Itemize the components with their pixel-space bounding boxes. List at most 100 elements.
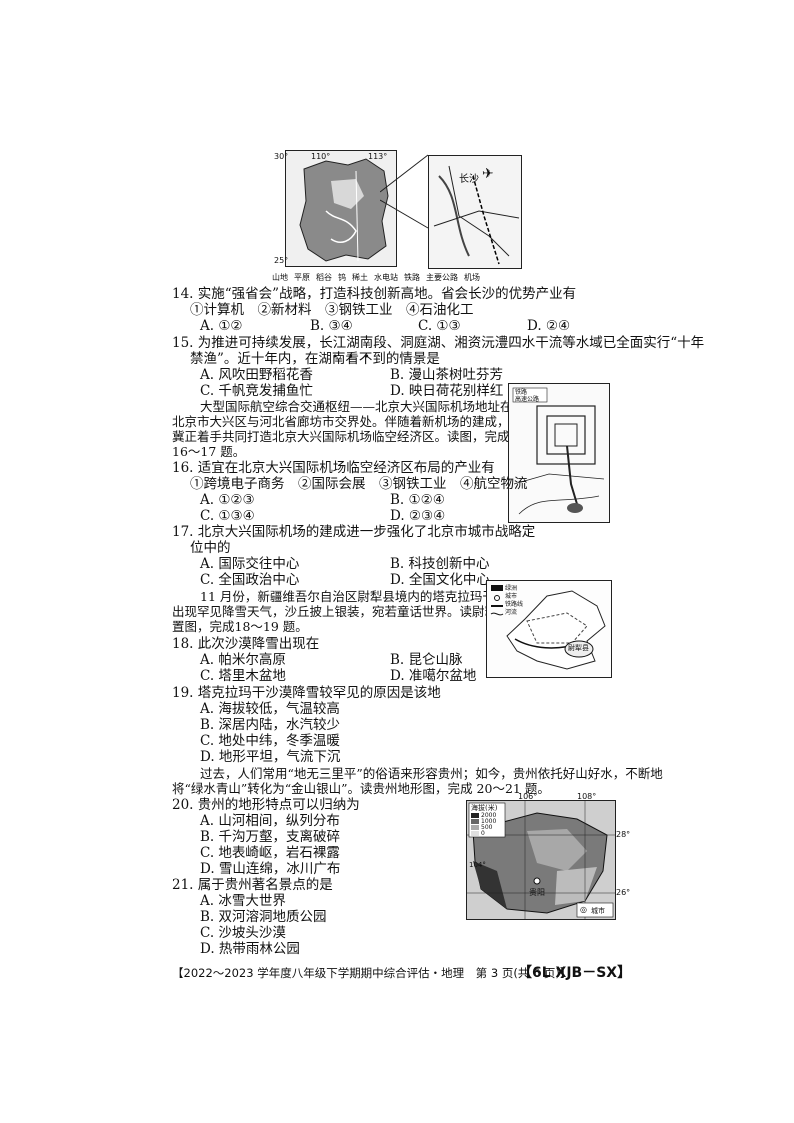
q17-stem-line2: 位中的 bbox=[190, 540, 231, 556]
hunan-legend: 山地 平原 稻谷 钨 稀土 水电站 铁路 主要公路 机场 bbox=[272, 272, 542, 283]
hunan-lat-bottom: 25° bbox=[274, 256, 289, 265]
q19-option-b: B. 深居内陆，水汽较少 bbox=[200, 717, 341, 733]
q15-option-a: A. 风吹田野稻花香 bbox=[200, 367, 313, 383]
gz-lat2: 26° bbox=[616, 888, 631, 897]
intro16-line3: 冀正着手共同打造北京大兴国际机场临空经济区。读图，完成 bbox=[172, 429, 510, 444]
intro18-line3: 置图，完成18～19 题。 bbox=[172, 619, 308, 634]
inset-connector bbox=[380, 154, 429, 229]
legend-rare-earth: 稀土 bbox=[352, 273, 368, 282]
xinjiang-weili-map: 绿洲 城市 铁路线 河流 尉犁县 bbox=[486, 580, 612, 678]
intro18-line2: 出现罕见降雪天气，沙丘披上银装，宛若童话世界。读尉犁县位 bbox=[172, 604, 523, 619]
q14-items: ①计算机 ②新材料 ③钢铁工业 ④石油化工 bbox=[190, 302, 474, 318]
q21-option-d: D. 热带雨林公园 bbox=[200, 941, 300, 957]
q21-option-b: B. 双河溶洞地质公园 bbox=[200, 909, 327, 925]
intro18-line1: 11 月份，新疆维吾尔自治区尉犁县境内的塔克拉玛干沙漠 bbox=[200, 589, 520, 604]
xj-legend-city: 城市 bbox=[505, 593, 518, 600]
legend-rice: 稻谷 bbox=[316, 273, 332, 282]
changsha-inset-graphic bbox=[433, 165, 520, 265]
intro16-line4: 16～17 题。 bbox=[172, 444, 246, 459]
legend-mountain: 山地 bbox=[272, 273, 288, 282]
gz-legend-500: 500 bbox=[481, 824, 493, 831]
q18-option-b: B. 昆仑山脉 bbox=[390, 652, 463, 668]
inset-city-label: 长沙 bbox=[459, 174, 479, 185]
intro20-line1: 过去，人们常用“地无三里平”的俗语来形容贵州；如今，贵州依托好山好水，不断地 bbox=[200, 766, 663, 781]
gz-legend-2000: 2000 bbox=[481, 812, 497, 819]
hunan-lon1: 110° bbox=[311, 152, 331, 161]
q16-option-c: C. ①③④ bbox=[200, 508, 255, 524]
q16-stem: 16. 适宜在北京大兴国际机场临空经济区布局的产业有 bbox=[172, 460, 495, 476]
beijing-legend-railway: 铁路 bbox=[515, 389, 528, 396]
q19-option-a: A. 海拔较低，气温较高 bbox=[200, 701, 340, 717]
xj-legend-railway: 铁路线 bbox=[505, 601, 524, 608]
q14-option-a: A. ①② bbox=[200, 318, 243, 334]
beijing-airport-map: 铁路 高速公路 bbox=[508, 383, 610, 523]
q15-stem-line1: 15. 为推进可持续发展，长江湖南段、洞庭湖、湘资沅澧四水干流等水域已全面实行“… bbox=[172, 335, 705, 351]
q15-option-d: D. 映日荷花别样红 bbox=[390, 383, 504, 399]
legend-railway: 铁路 bbox=[404, 273, 420, 282]
page-footer: 【2022～2023 学年度八年级下学期期中综合评估・地理 第 3 页(共 6 … bbox=[172, 966, 572, 980]
intro16-line1: 大型国际航空综合交通枢纽——北京大兴国际机场地址在 bbox=[200, 399, 513, 414]
q17-option-c: C. 全国政治中心 bbox=[200, 572, 300, 588]
emphasis-dots: • • • bbox=[332, 352, 370, 363]
gz-lon0: 104° bbox=[469, 861, 486, 869]
q19-stem: 19. 塔克拉玛干沙漠降雪较罕见的原因是该地 bbox=[172, 685, 441, 701]
q14-stem: 14. 实施“强省会”战略，打造科技创新高地。省会长沙的优势产业有 bbox=[172, 286, 577, 302]
q17-option-a: A. 国际交往中心 bbox=[200, 556, 300, 572]
hunan-map-graphic bbox=[299, 158, 389, 262]
q17-option-d: D. 全国文化中心 bbox=[390, 572, 490, 588]
gz-legend-0: 0 bbox=[481, 830, 485, 837]
q16-items: ①跨境电子商务 ②国际会展 ③钢铁工业 ④航空物流 bbox=[190, 476, 528, 492]
changsha-inset-map: 长沙 ✈ bbox=[428, 155, 522, 269]
beijing-map-graphic bbox=[512, 387, 605, 515]
legend-highway: 主要公路 bbox=[426, 273, 458, 282]
q17-stem-line1: 17. 北京大兴国际机场的建成进一步强化了北京市城市战略定 bbox=[172, 524, 536, 540]
hunan-map: 110° 113° bbox=[285, 150, 397, 267]
q20-option-a: A. 山河相间，纵列分布 bbox=[200, 813, 340, 829]
q15-stem-line2: 禁渔”。近十年内，在湖南看不到的情景是 bbox=[190, 351, 440, 367]
legend-plain: 平原 bbox=[294, 273, 310, 282]
q17-option-b: B. 科技创新中心 bbox=[390, 556, 490, 572]
gz-lon2: 108° bbox=[577, 792, 597, 801]
guizhou-terrain-map: 海拔(米) 2000 1000 500 0 104° 贵阳 ◎ 城市 bbox=[466, 800, 616, 920]
q20-option-d: D. 雪山连绵，冰川广布 bbox=[200, 861, 341, 877]
q19-option-c: C. 地处中纬，冬季温暖 bbox=[200, 733, 340, 749]
gz-city-icon: ◎ bbox=[580, 905, 587, 914]
intro20-line2: 将“绿水青山”转化为“金山银山”。读贵州地形图，完成 20～21 题。 bbox=[172, 781, 550, 796]
q15-option-c: C. 千帆竞发捕鱼忙 bbox=[200, 383, 313, 399]
q19-option-d: D. 地形平坦，气流下沉 bbox=[200, 749, 341, 765]
intro16-line2: 北京市大兴区与河北省廊坊市交界处。伴随着新机场的建成，京 bbox=[172, 414, 523, 429]
q14-option-b: B. ③④ bbox=[310, 318, 353, 334]
q15-option-b: B. 漫山茶树吐芬芳 bbox=[390, 367, 504, 383]
gz-legend-1000: 1000 bbox=[481, 818, 497, 825]
legend-tungsten: 钨 bbox=[338, 273, 346, 282]
gz-lon1: 106° bbox=[518, 792, 538, 801]
xj-legend-oasis: 绿洲 bbox=[505, 585, 518, 592]
xj-legend-river: 河流 bbox=[505, 609, 518, 616]
q14-option-d: D. ②④ bbox=[527, 318, 571, 334]
legend-hydropower: 水电站 bbox=[374, 273, 398, 282]
guizhou-map-graphic bbox=[467, 801, 615, 919]
beijing-legend-highway: 高速公路 bbox=[515, 396, 540, 403]
q18-option-d: D. 准噶尔盆地 bbox=[390, 668, 477, 684]
xj-county-label: 尉犁县 bbox=[568, 644, 589, 652]
q16-option-d: D. ②③④ bbox=[390, 508, 446, 524]
paper-code: 【6L XJB－SX】 bbox=[518, 965, 632, 981]
gz-city-label: 贵阳 bbox=[529, 888, 545, 897]
gz-legend-title: 海拔(米) bbox=[471, 804, 498, 812]
legend-airport: 机场 bbox=[464, 273, 480, 282]
airport-icon: ✈ bbox=[482, 166, 494, 182]
q16-option-a: A. ①②③ bbox=[200, 492, 255, 508]
q18-option-a: A. 帕米尔高原 bbox=[200, 652, 286, 668]
q18-option-c: C. 塔里木盆地 bbox=[200, 668, 286, 684]
q14-option-c: C. ①③ bbox=[418, 318, 461, 334]
q18-stem: 18. 此次沙漠降雪出现在 bbox=[172, 636, 320, 652]
q21-stem: 21. 属于贵州著名景点的是 bbox=[172, 877, 333, 893]
q16-option-b: B. ①②④ bbox=[390, 492, 445, 508]
gz-city-legend: 城市 bbox=[591, 907, 605, 915]
q20-option-b: B. 千沟万壑，支离破碎 bbox=[200, 829, 341, 845]
q20-option-c: C. 地表崎岖，岩石裸露 bbox=[200, 845, 340, 861]
xinjiang-map-graphic bbox=[490, 585, 606, 670]
gz-lat1: 28° bbox=[616, 830, 631, 839]
hunan-lon2: 113° bbox=[368, 152, 388, 161]
hunan-lat-top: 30° bbox=[274, 152, 289, 161]
